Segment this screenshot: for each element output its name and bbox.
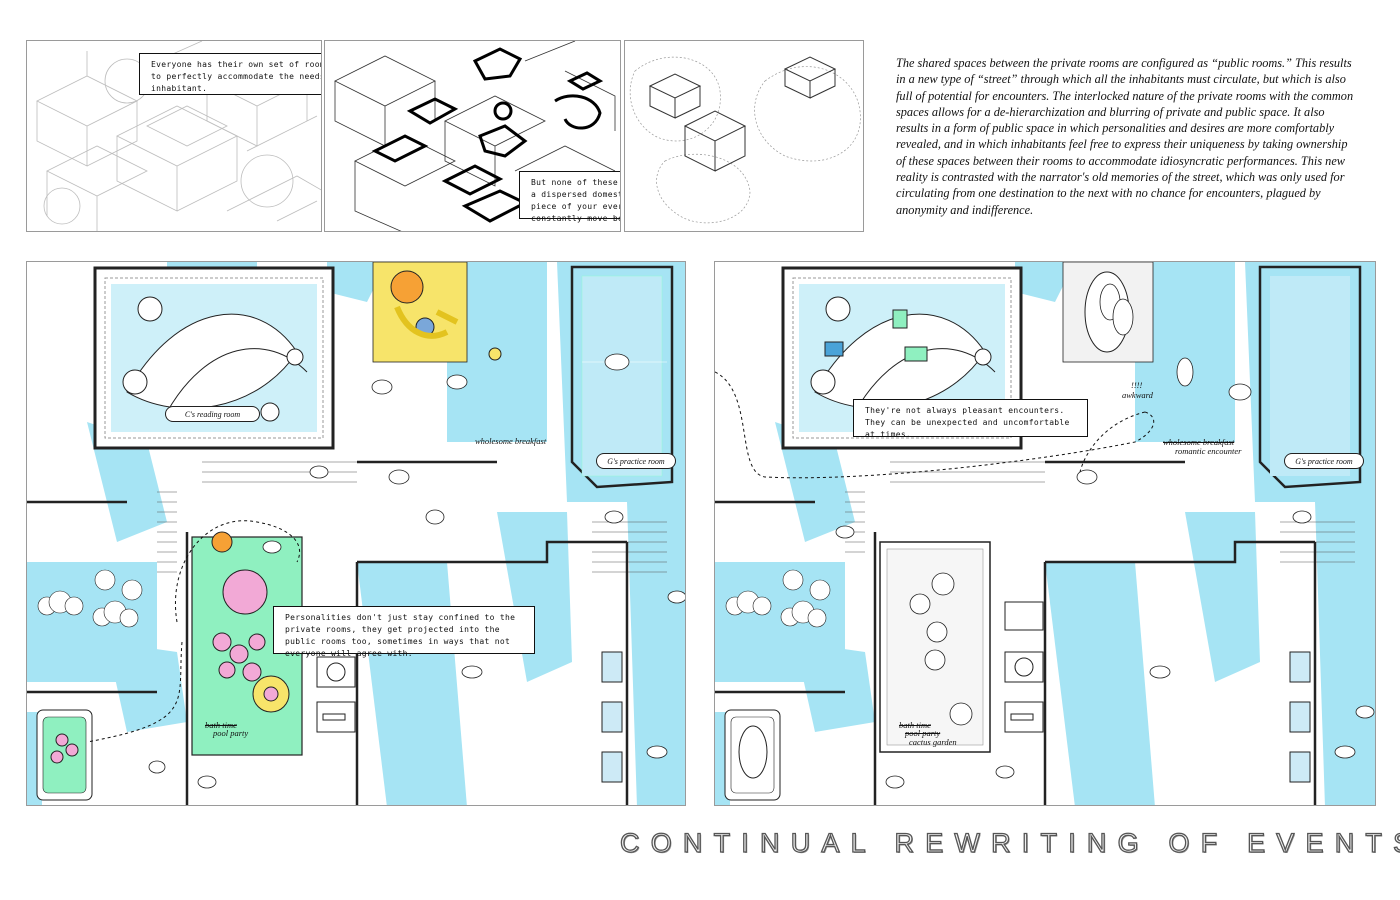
- cloud-decor: [725, 569, 831, 628]
- label-practice-room: G's practice room: [596, 453, 676, 469]
- walls: [27, 460, 629, 805]
- axonometric-drawing-bold: [334, 41, 616, 231]
- practice-room: [570, 265, 674, 489]
- label-bath-time: bath time: [899, 720, 931, 730]
- page-title: CONTINUAL REWRITING OF EVENTS: [619, 827, 1400, 858]
- fixtures: [1004, 601, 1311, 783]
- label-bath-time: bath time: [205, 720, 237, 730]
- walls: [715, 460, 1317, 805]
- callout-not-complete-house: But none of these rooms is a complete ho…: [519, 171, 620, 223]
- essay-text: The shared spaces between the private ro…: [896, 56, 1354, 217]
- cactus-garden: [879, 541, 991, 753]
- axonometric-panel-1: Everyone has their own set of rooms, bui…: [26, 40, 322, 232]
- callout-encounters: They're not always pleasant encounters. …: [853, 399, 1088, 439]
- callout-personalities: Personalities don't just stay confined t…: [273, 606, 535, 658]
- movement-path: [715, 371, 1155, 479]
- breakfast-table: [372, 262, 502, 363]
- label-cactus-garden: cactus garden: [909, 737, 957, 747]
- fixtures: [316, 651, 623, 783]
- stairs: [845, 461, 1355, 563]
- floor-plan-after: G's practice room !!!! awkward wholesome…: [714, 261, 1376, 806]
- stairs: [157, 461, 667, 573]
- label-pool-party: pool party: [213, 728, 249, 738]
- axonometric-drawing-rooms: [629, 56, 861, 224]
- label-breakfast: wholesome breakfast: [475, 436, 547, 446]
- label-practice-room: G's practice room: [1284, 453, 1364, 469]
- axonometric-panel-3: [624, 40, 864, 232]
- bathtub: [36, 709, 93, 801]
- movement-path: [86, 520, 300, 743]
- axonometric-panel-2: But none of these rooms is a complete ho…: [324, 40, 621, 232]
- practice-room: [1258, 265, 1362, 489]
- floor-plan-left-drawing: [27, 262, 685, 805]
- label-exclaim: !!!!: [1131, 380, 1143, 390]
- label-reading-room: C's reading room: [165, 406, 260, 422]
- cloud-decor: [37, 569, 143, 628]
- label-romantic: romantic encounter: [1175, 446, 1242, 456]
- label-pool-party: pool party: [905, 728, 941, 738]
- floor-plan-before: C's reading room G's practice room whole…: [26, 261, 686, 806]
- label-breakfast-struck: wholesome breakfast: [1163, 437, 1235, 447]
- label-awkward: awkward: [1122, 390, 1153, 400]
- callout-own-rooms: Everyone has their own set of rooms, bui…: [139, 53, 321, 95]
- people-figures: [835, 283, 1375, 789]
- floor-plan-right-drawing: [715, 262, 1375, 805]
- bathtub: [724, 709, 781, 801]
- people-figures: [148, 353, 685, 789]
